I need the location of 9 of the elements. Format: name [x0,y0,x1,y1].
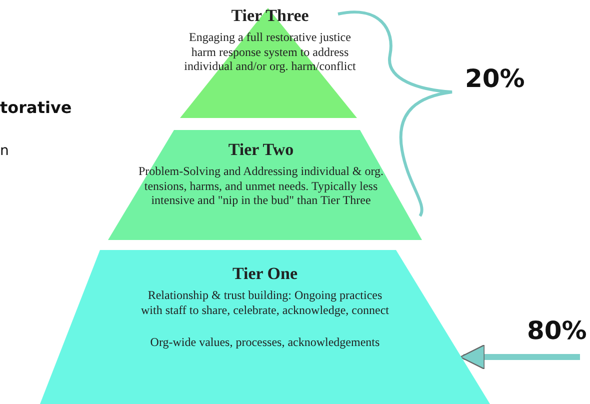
percentage-label: 20% [465,64,525,93]
tier-description: Org-wide values, processes, acknowledgements [150,335,380,350]
percentage-label: 80% [527,316,587,345]
tier-heading: Tier Two [228,140,294,160]
tier-description: Relationship & trust building: Ongoing practices with staff to share, celebrate, acknowledge, connect [140,288,390,317]
heading-fragment: torative [0,98,72,117]
text-fragment: n [0,143,9,159]
tier-heading: Tier One [232,264,298,284]
arrow [460,344,580,370]
